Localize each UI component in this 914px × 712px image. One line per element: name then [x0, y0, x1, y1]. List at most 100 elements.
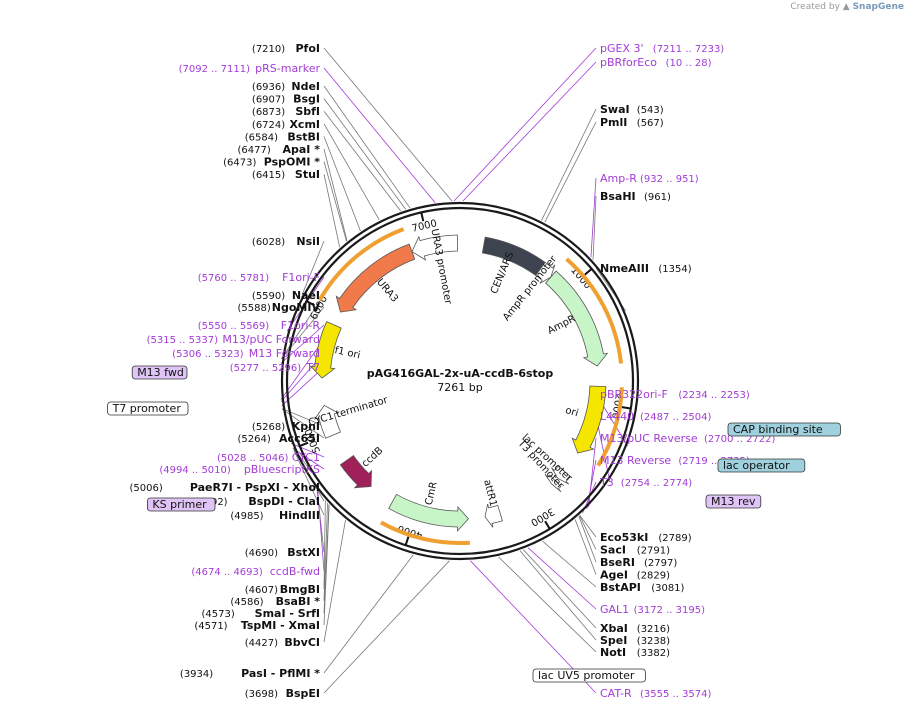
- primer-name: M13 Reverse: [600, 454, 671, 467]
- primer-name: CAT-R: [600, 687, 632, 700]
- primer-label: CAT-R (3555 .. 3574): [600, 687, 712, 700]
- leader-line: [323, 148, 348, 241]
- primer-label: pBluescriptKS(4994 .. 5010): [159, 463, 320, 476]
- site-label: NmeAIII(1354): [600, 262, 692, 275]
- site-label: BstAPI(3081): [600, 581, 685, 594]
- leader-line: [578, 516, 597, 563]
- orf-arc: [317, 227, 405, 302]
- feature-label: CEN/ARS: [489, 251, 516, 296]
- primer-name: F1ori-R: [281, 319, 321, 332]
- leader-line: [323, 504, 330, 626]
- orf-arc: [565, 257, 624, 364]
- site-label: NdeI(6936): [252, 80, 320, 93]
- feature-cyc1-terminator: [313, 404, 341, 439]
- feature-f1-ori: [309, 321, 342, 379]
- site-name: BsgI: [293, 93, 320, 106]
- primer-label: M13 Reverse(2719 .. 2735): [600, 454, 750, 467]
- backbone-inner-ring: [285, 206, 635, 556]
- boxed-feature-label: KS primer: [146, 497, 216, 512]
- site-name: BbvCI: [284, 636, 320, 649]
- leader-line: [301, 240, 325, 295]
- site-label: BmgBI(4607): [245, 583, 320, 596]
- site-label: SpeI(3238): [600, 634, 670, 647]
- site-name: BseRI: [600, 556, 635, 569]
- site-position: (3216): [637, 624, 670, 635]
- feature-attr1: [484, 503, 503, 528]
- site-name: SmaI - SrfI: [255, 607, 320, 620]
- site-label: SacI(2791): [600, 544, 670, 557]
- primer-name: GAL1: [600, 603, 629, 616]
- site-label: NsiI(6028): [252, 235, 320, 248]
- site-name: BstXI: [287, 546, 320, 559]
- site-label: PfoI(7210): [252, 42, 320, 55]
- site-name: NdeI: [291, 80, 320, 93]
- site-label: NgoMIV(5588): [238, 301, 321, 314]
- site-position: (6028): [252, 237, 285, 248]
- site-position: (1354): [658, 264, 691, 275]
- tick-mark: [584, 268, 593, 276]
- primer-position: (10 .. 28): [666, 58, 712, 69]
- leader-line: [323, 500, 326, 590]
- site-name: SbfI: [295, 105, 320, 118]
- primer-label: M13/pUC Reverse(2700 .. 2722): [600, 432, 776, 445]
- site-label: StuI(6415): [252, 168, 320, 181]
- site-name: HindIII: [279, 509, 320, 522]
- leader-line: [323, 85, 411, 209]
- boxed-label-text: lac operator: [723, 459, 790, 472]
- site-position: (6907): [252, 95, 285, 106]
- primer-position: (4674 .. 4693): [191, 567, 263, 578]
- leader-line: [541, 108, 597, 221]
- leader-line: [323, 560, 450, 694]
- site-position: (6473): [223, 158, 256, 169]
- site-name: BsaBI *: [276, 595, 321, 608]
- primer-name: pBluescriptKS: [244, 463, 320, 476]
- primer-name: pBRforEco: [600, 56, 657, 69]
- leader-line: [542, 540, 597, 588]
- primer-label: CYC1(5028 .. 5046): [217, 451, 320, 464]
- leader-line: [317, 491, 325, 572]
- boxed-label-text: M13 rev: [711, 495, 756, 508]
- leader-line: [323, 110, 402, 212]
- primer-label: pRS-marker(7092 .. 7111): [179, 62, 321, 75]
- tick-mark: [420, 212, 425, 222]
- leader-line: [323, 554, 414, 674]
- site-position: (4607): [245, 585, 278, 596]
- primer-position: (5277 .. 5296): [230, 363, 302, 374]
- primer-name: T3: [599, 476, 614, 489]
- boxed-feature-label: M13 fwd: [131, 365, 188, 380]
- primer-position: (932 .. 951): [640, 174, 699, 185]
- labels-layer: pGEX 3'(7211 .. 7233)pBRforEco(10 .. 28)…: [107, 42, 841, 700]
- site-label: XcmI(6724): [252, 118, 320, 131]
- primer-label: M13 Forward(5306 .. 5323): [172, 347, 320, 360]
- primer-position: (3555 .. 3574): [640, 689, 712, 700]
- tick-mark: [306, 300, 315, 307]
- leader-line: [592, 195, 597, 260]
- boxed-label-text: T7 promoter: [112, 402, 182, 415]
- site-name: StuI: [295, 168, 320, 181]
- primer-name: M13 Forward: [249, 347, 320, 360]
- leader-line: [281, 294, 325, 359]
- leader-line: [544, 121, 597, 223]
- site-name: TspMI - XmaI: [241, 619, 320, 632]
- leader-line: [498, 556, 597, 653]
- site-name: XbaI: [600, 622, 628, 635]
- leader-line: [519, 550, 597, 641]
- primer-position: (5550 .. 5569): [198, 321, 270, 332]
- backbone-outer-ring: [280, 201, 640, 561]
- site-name: NotI: [600, 646, 626, 659]
- primer-name: M13/pUC Forward: [222, 333, 320, 346]
- site-label: BbvCI(4427): [245, 636, 320, 649]
- primer-name: F1ori-F: [282, 271, 320, 284]
- site-name: PspOMI *: [264, 156, 321, 169]
- site-label: XbaI (3216): [600, 622, 670, 635]
- primer-label: T3 (2754 .. 2774): [599, 476, 692, 489]
- site-name: PmlI: [600, 116, 627, 129]
- leader-line: [323, 67, 436, 203]
- primer-label: pBR322ori-F(2234 .. 2253): [600, 388, 750, 401]
- leader-line: [579, 515, 597, 550]
- site-name: BspDI - ClaI: [248, 495, 320, 508]
- primer-position: (2754 .. 2774): [621, 478, 693, 489]
- site-position: (3698): [245, 689, 278, 700]
- primer-position: (3172 .. 3195): [634, 605, 706, 616]
- feature-label: f1 ori: [333, 345, 361, 361]
